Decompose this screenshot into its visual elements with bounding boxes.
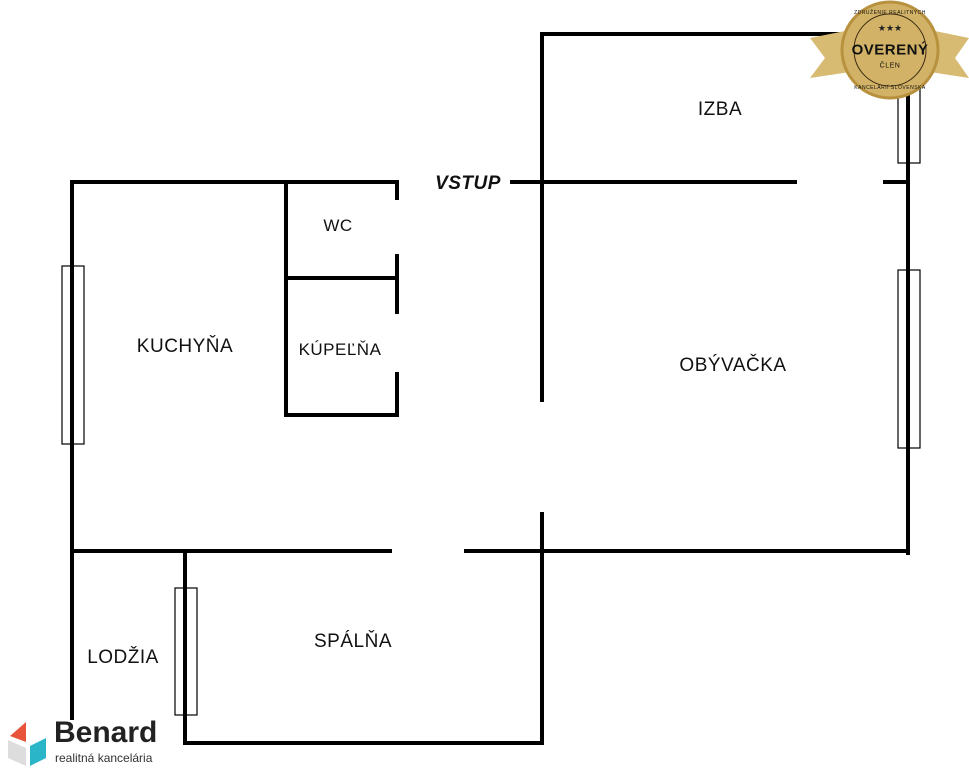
benard-logo: Benard realitná kancelária: [4, 716, 174, 768]
room-label-obyvacka: OBÝVAČKA: [679, 355, 787, 376]
badge-title: OVERENÝ: [851, 41, 929, 59]
room-label-kupelna: KÚPEĽŇA: [298, 340, 382, 359]
verified-member-badge: ★★★: [810, 0, 969, 100]
logo-name: Benard: [54, 716, 158, 749]
svg-text:★★★: ★★★: [878, 23, 902, 33]
room-label-izba: IZBA: [697, 99, 743, 120]
room-label-spalna: SPÁLŇA: [314, 631, 392, 652]
entrance-label: VSTUP: [431, 173, 505, 195]
cube-icon: [8, 722, 46, 766]
badge-ring-top: ZDRUŽENIE REALITNÝCH: [854, 10, 926, 16]
logo-tagline: realitná kancelária: [55, 751, 153, 765]
badge-ring-bottom: KANCELÁRIÍ SLOVENSKA: [854, 85, 926, 91]
room-label-lodzia: LODŽIA: [87, 647, 159, 668]
room-label-wc: WC: [323, 216, 353, 235]
badge-subtitle: ČLEN: [879, 62, 901, 70]
room-label-kuchyna: KUCHYŇA: [136, 336, 234, 357]
